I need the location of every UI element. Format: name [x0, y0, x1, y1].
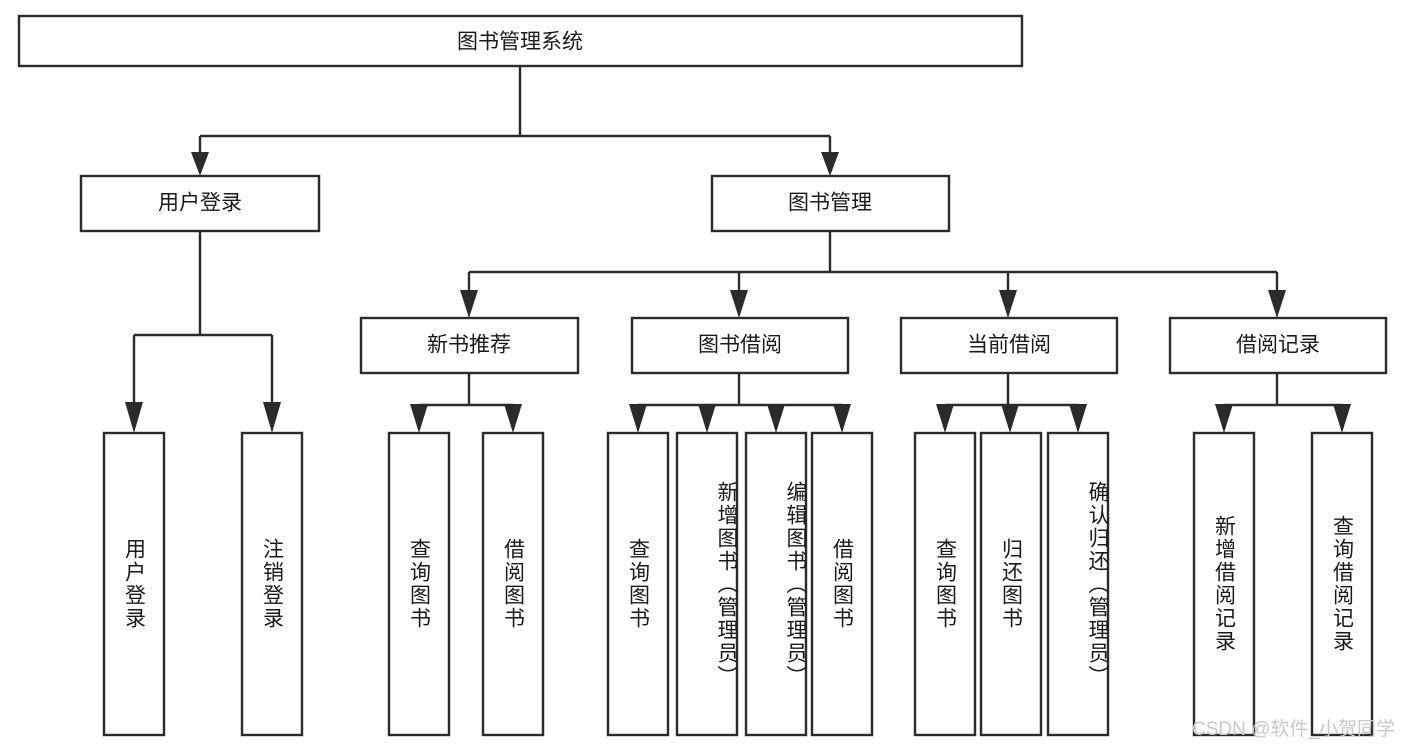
node-user-login-box[interactable]: [79, 174, 321, 233]
node-user-login[interactable]: 用户登录: [79, 174, 321, 233]
arrow-to-leaf-query-book-3: [936, 404, 954, 433]
leaf-borrow-book-1-box[interactable]: [481, 431, 545, 737]
arrow-to-leaf-edit-book: [767, 404, 785, 433]
node-new-book-recommend-label: 新书推荐: [427, 334, 511, 357]
node-root-label: 图书管理系统: [457, 31, 583, 54]
leaf-borrow-book-2-box[interactable]: [810, 431, 874, 737]
leaf-return-book-box[interactable]: [979, 431, 1043, 737]
node-borrow-record-box[interactable]: [1168, 316, 1388, 375]
node-current-borrow-label: 当前借阅: [967, 334, 1051, 357]
leaf-edit-book-box[interactable]: [744, 431, 808, 737]
leaf-query-record-box[interactable]: [1310, 431, 1374, 737]
leaf-user-login-box[interactable]: [102, 431, 166, 737]
leaf-logout-box[interactable]: [240, 431, 304, 737]
node-root[interactable]: 图书管理系统: [17, 14, 1024, 68]
node-current-borrow-box[interactable]: [899, 316, 1119, 375]
leaf-confirm-return-box[interactable]: [1046, 431, 1110, 737]
arrow-to-leaf-borrow-book-1: [504, 404, 522, 433]
arrow-to-leaf-query-book-2: [629, 404, 647, 433]
arrow-to-leaf-add-record: [1215, 404, 1233, 433]
connector-layer: [125, 66, 1351, 433]
node-book-borrow-label: 图书借阅: [698, 334, 782, 357]
arrow-to-leaf-logout: [263, 402, 281, 433]
node-borrow-record[interactable]: 借阅记录: [1168, 316, 1388, 375]
arrow-to-leaf-query-record: [1333, 404, 1351, 433]
node-book-borrow-box[interactable]: [630, 316, 850, 375]
csdn-watermark: CSDN @软件_小贺同学: [1192, 719, 1395, 740]
node-book-manage[interactable]: 图书管理: [710, 174, 951, 233]
node-book-manage-label: 图书管理: [788, 192, 872, 215]
node-new-book-recommend[interactable]: 新书推荐: [359, 316, 580, 375]
arrow-to-user-login: [191, 152, 209, 176]
node-user-login-label: 用户登录: [158, 192, 242, 215]
leaf-query-book-3-box[interactable]: [913, 431, 977, 737]
node-root-box[interactable]: [17, 14, 1024, 68]
arrow-to-book-borrow: [730, 290, 748, 318]
arrow-to-book-manage: [821, 152, 839, 176]
node-borrow-record-label: 借阅记录: [1236, 334, 1320, 357]
leaf-add-record-box[interactable]: [1192, 431, 1256, 737]
leaf-add-book-box[interactable]: [675, 431, 739, 737]
leaf-query-book-1-box[interactable]: [387, 431, 451, 737]
arrow-to-new-book-recommend: [460, 290, 478, 318]
arrow-to-borrow-record: [1268, 290, 1286, 318]
arrow-to-leaf-return-book: [1001, 404, 1019, 433]
arrow-to-leaf-confirm-return: [1069, 404, 1087, 433]
node-book-manage-box[interactable]: [710, 174, 951, 233]
arrow-to-leaf-add-book: [698, 404, 716, 433]
arrow-to-leaf-query-book-1: [410, 404, 428, 433]
leaf-boxes-layer: [102, 431, 1374, 737]
arrow-to-leaf-user-login: [125, 402, 143, 433]
arrow-to-current-borrow: [999, 290, 1017, 318]
node-new-book-recommend-box[interactable]: [359, 316, 580, 375]
node-current-borrow[interactable]: 当前借阅: [899, 316, 1119, 375]
arrow-to-leaf-borrow-book-2: [833, 404, 851, 433]
leaf-query-book-2-box[interactable]: [606, 431, 670, 737]
node-book-borrow[interactable]: 图书借阅: [630, 316, 850, 375]
